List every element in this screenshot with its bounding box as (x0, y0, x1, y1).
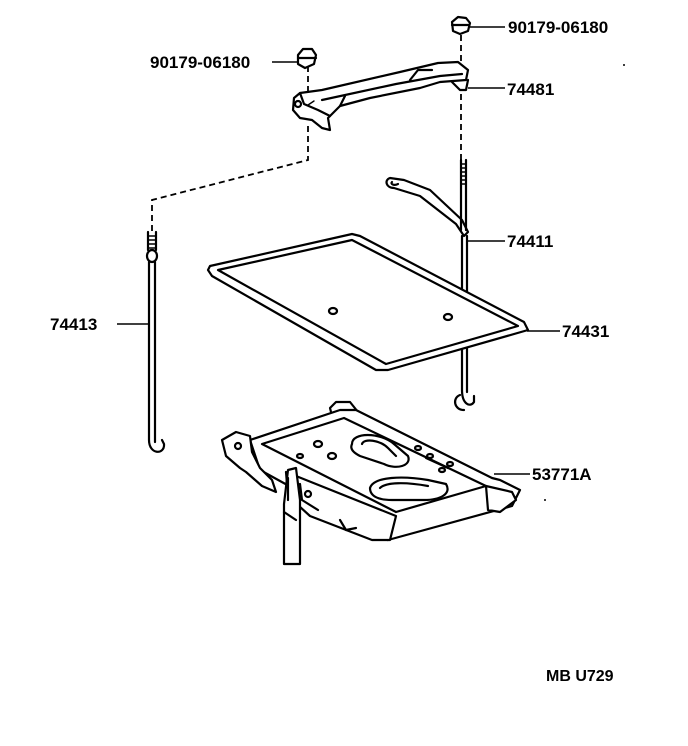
nut-left-drawing (296, 47, 318, 70)
drawing-code: MB U729 (546, 668, 614, 685)
tray-drawing (206, 232, 530, 372)
nut-right-drawing (450, 15, 472, 36)
label-carrier: 53771A (532, 465, 592, 484)
label-nut-right: 90179-06180 (508, 18, 609, 37)
label-clamp: 74481 (507, 80, 555, 99)
assembly-line-left (151, 66, 309, 232)
label-rod-right: 74411 (507, 232, 554, 251)
label-rod-left: 74413 (50, 315, 98, 334)
label-nut-left: 90179-06180 (150, 53, 251, 72)
carrier-drawing (220, 400, 522, 566)
rod-left-drawing (145, 230, 166, 453)
scan-speck (544, 499, 546, 501)
scan-speck (623, 64, 625, 66)
clamp-drawing (291, 60, 470, 132)
label-tray: 74431 (562, 322, 610, 341)
